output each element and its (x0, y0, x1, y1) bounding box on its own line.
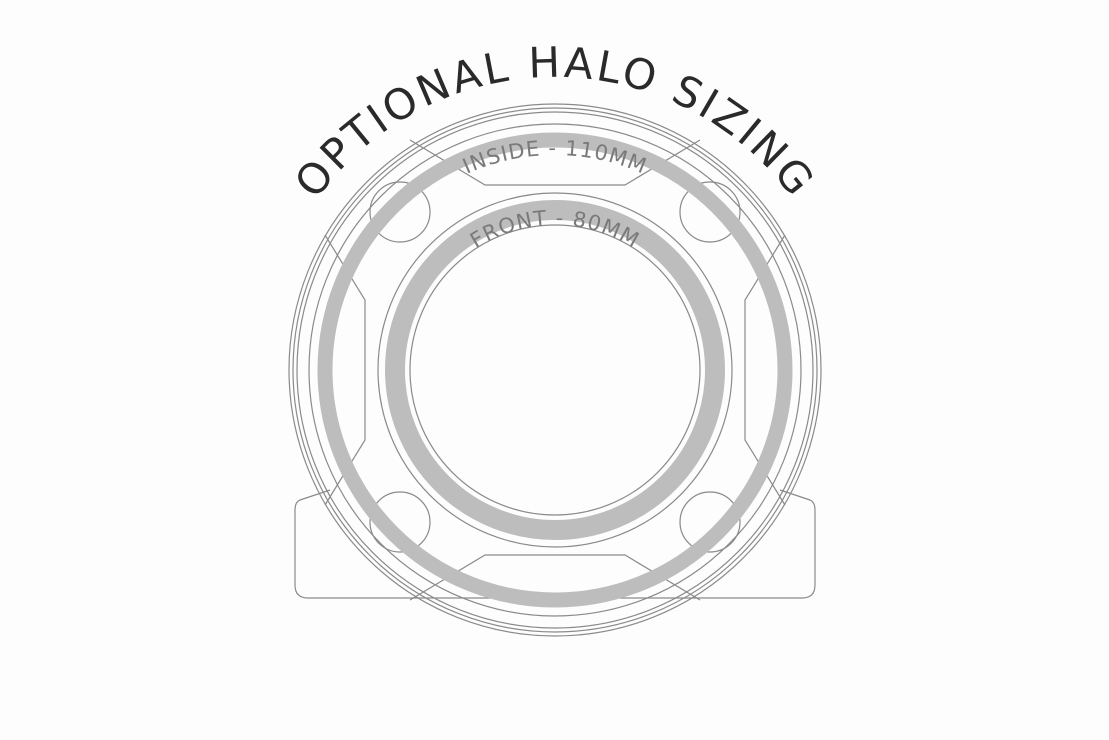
mount-lobe (369, 491, 431, 553)
front-halo-ring (385, 200, 725, 540)
lens-circle (409, 224, 701, 516)
light-housing-outline (288, 103, 822, 637)
mount-lobe (369, 181, 431, 243)
mount-lobe (679, 491, 741, 553)
inside-halo-ring (317, 132, 793, 608)
mount-lobe (679, 181, 741, 243)
diagram-title: OPTIONAL HALO SIZING (285, 38, 825, 207)
outer-housing-circle (288, 103, 822, 637)
